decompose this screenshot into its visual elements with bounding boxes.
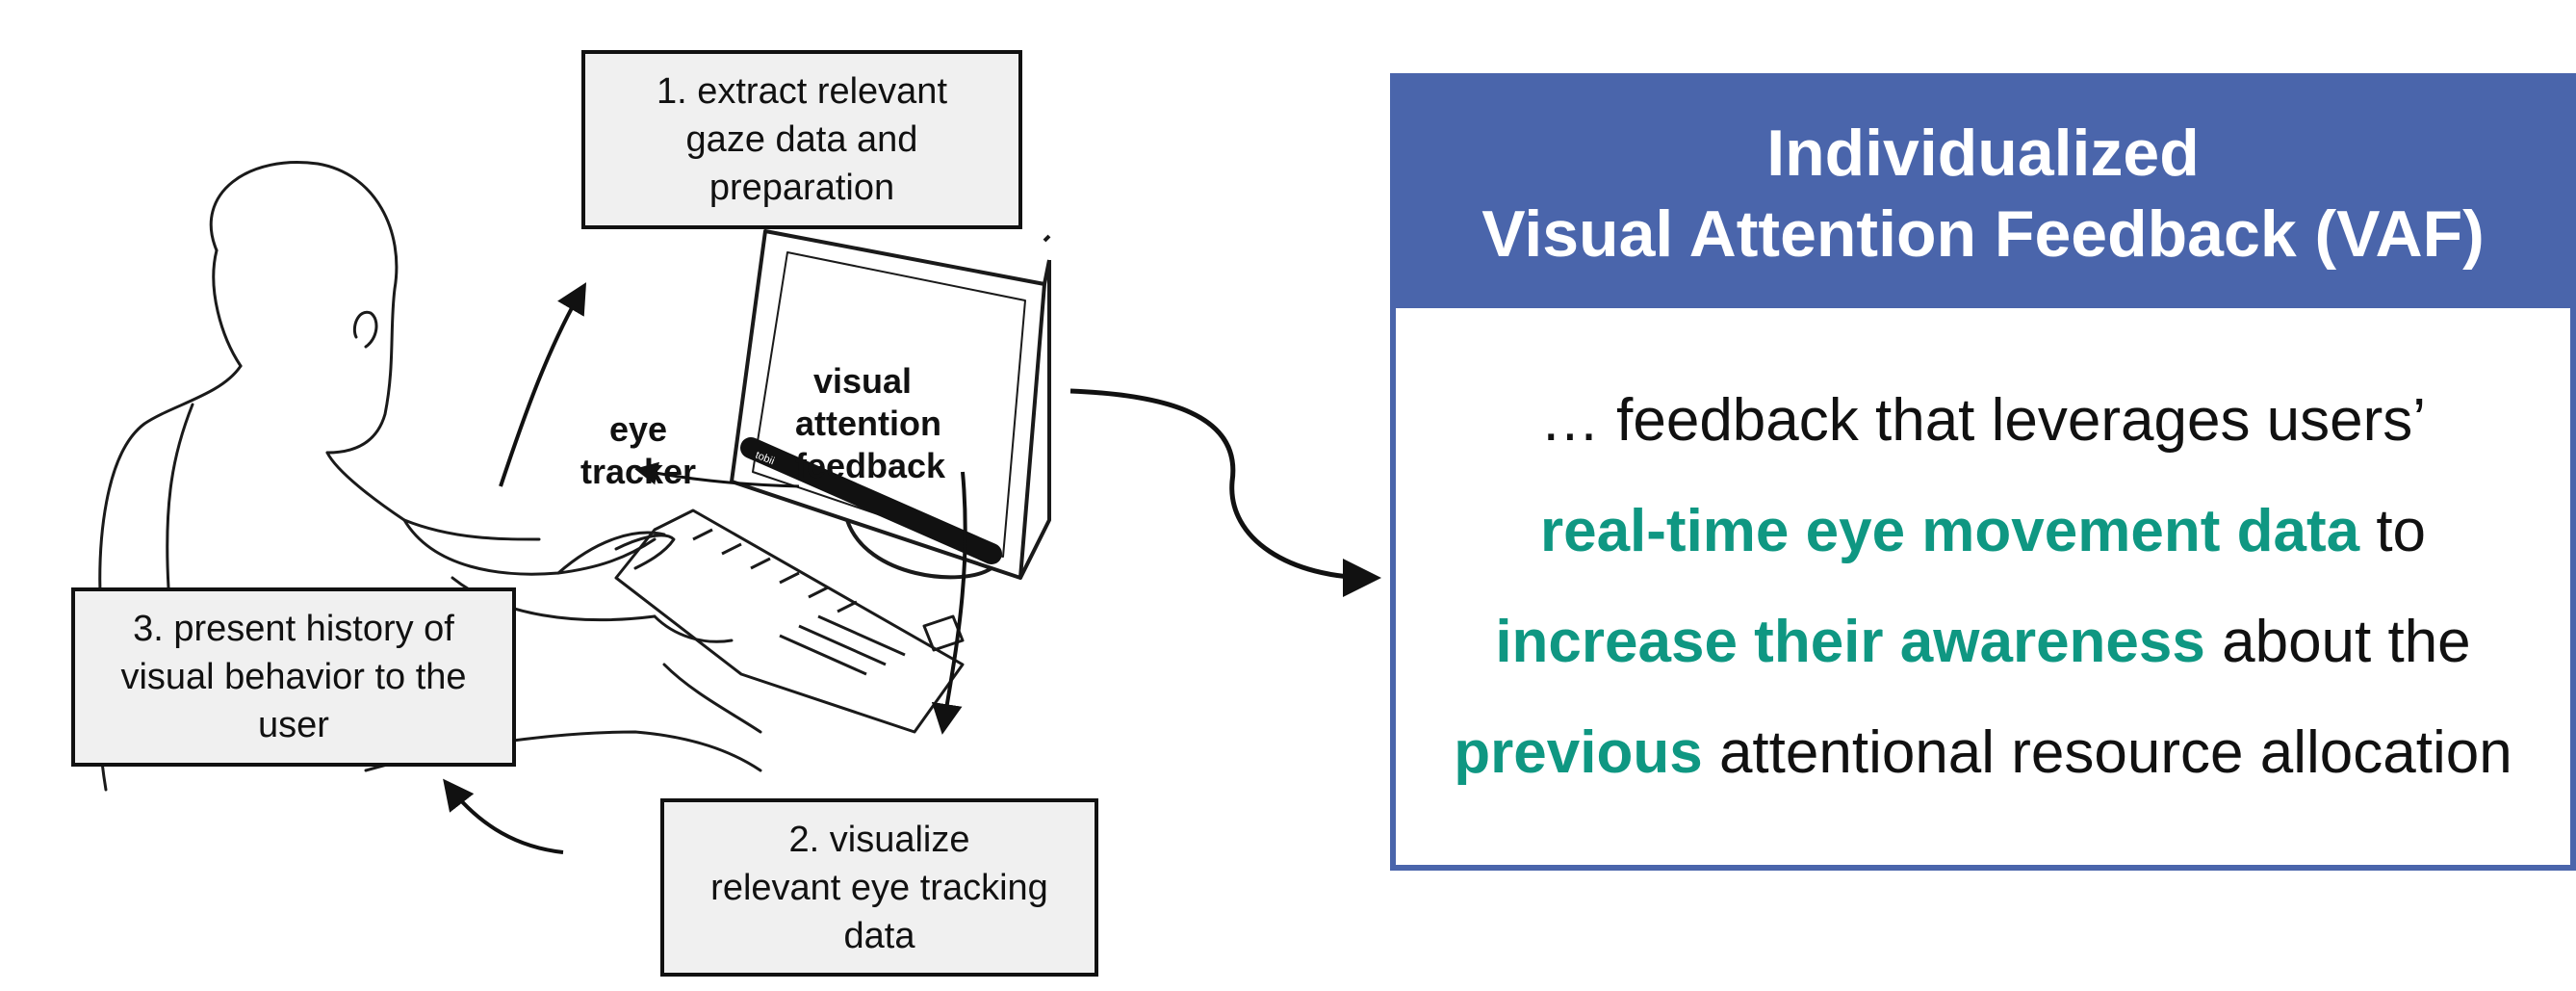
arrow-up-to-step1: [499, 282, 587, 487]
arrow-to-vaf-card: [1069, 388, 1381, 597]
arrow-to-eye-tracker-label: [634, 461, 800, 488]
vaf-definition-line: increase their awareness about the: [1495, 587, 2470, 697]
visual-attention-feedback-label: visual attention feedback: [795, 318, 945, 487]
vaf-definition-line: real-time eye movement data to: [1540, 476, 2426, 587]
arrow-down-to-step2: [931, 471, 967, 735]
step-3-text: 3. present history of visual behavior to…: [120, 609, 467, 745]
keyboard-sketch: [614, 509, 965, 734]
eye-tracker-label: eye tracker: [566, 366, 710, 493]
vaf-title: Individualized Visual Attention Feedback…: [1396, 79, 2570, 308]
highlighted-phrase: previous: [1454, 719, 1703, 786]
eye-tracker-bar: [740, 437, 1002, 564]
step-box-extract: 1. extract relevant gaze data and prepar…: [581, 50, 1022, 229]
vaf-title-line-2: Visual Attention Feedback (VAF): [1481, 197, 2485, 271]
highlighted-phrase: real-time eye movement data: [1539, 498, 2360, 564]
step-box-present-history: 3. present history of visual behavior to…: [71, 587, 516, 767]
highlighted-phrase: increase their awareness: [1495, 609, 2205, 675]
vaf-definition-text: … feedback that leverages users’ real-tim…: [1396, 308, 2570, 865]
vaf-definition-line: … feedback that leverages users’: [1540, 365, 2426, 476]
plain-phrase: attentional resource allocation: [1702, 719, 2512, 786]
step-1-text: 1. extract relevant gaze data and prepar…: [656, 71, 948, 208]
eye-tracker-label-text: eye tracker: [580, 409, 697, 491]
vaf-definition-line: previous attentional resource allocation: [1454, 697, 2512, 808]
visual-attention-feedback-label-text: visual attention feedback: [795, 361, 946, 485]
arrow-to-step3: [443, 778, 564, 854]
monitor-sketch: [730, 229, 1051, 580]
vaf-title-line-1: Individualized: [1766, 117, 2200, 190]
user-at-computer-illustration: tobii: [96, 161, 1381, 854]
vaf-definition-card: Individualized Visual Attention Feedback…: [1390, 73, 2576, 871]
plain-phrase: … feedback that leverages users’: [1539, 387, 2427, 454]
plain-phrase: to: [2359, 498, 2427, 564]
step-2-text: 2. visualize relevant eye tracking data: [710, 819, 1048, 956]
plain-phrase: about the: [2204, 609, 2471, 675]
step-box-visualize: 2. visualize relevant eye tracking data: [660, 798, 1098, 977]
